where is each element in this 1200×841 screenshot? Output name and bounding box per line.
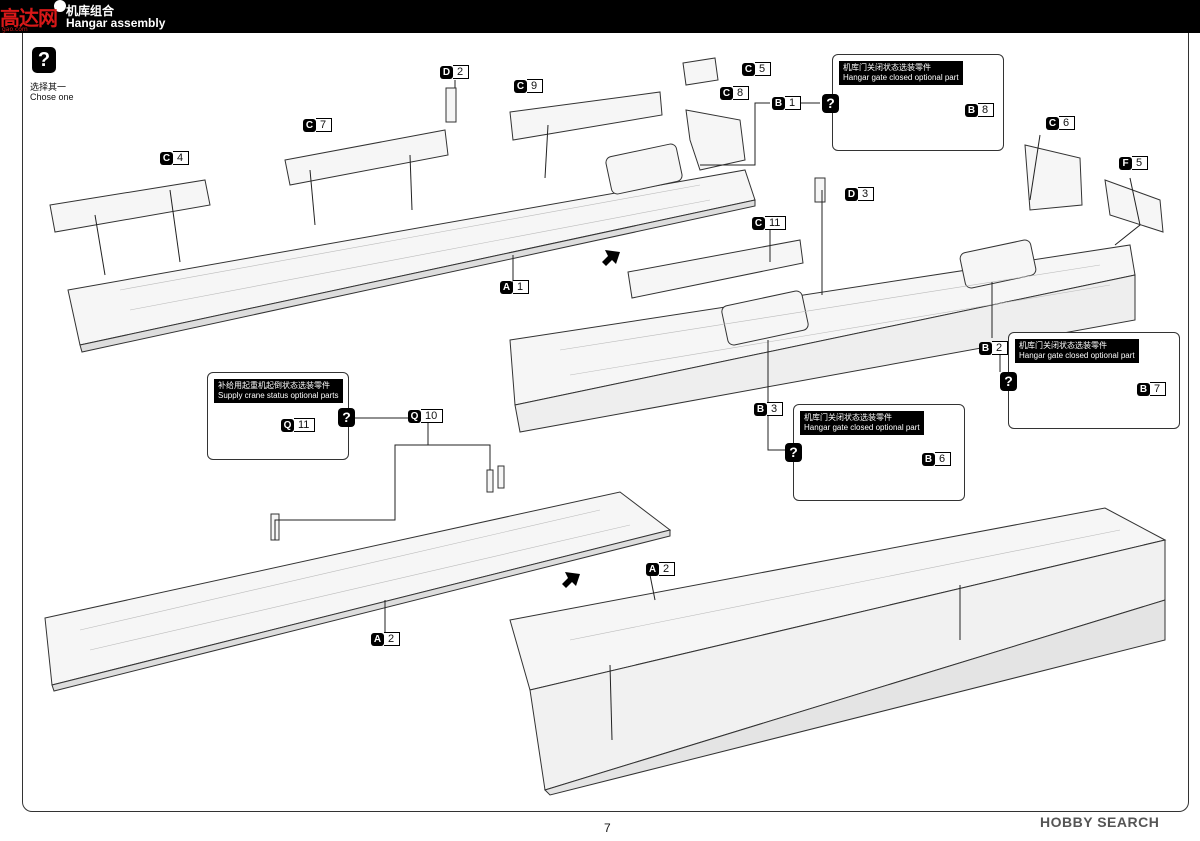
wall-part-c9 (509, 91, 663, 141)
wall-part-c11 (627, 239, 804, 299)
hangar-gate-b1 (605, 143, 683, 195)
optional-caption: 补给用起重机起倒状态选装零件 Supply crane status optio… (214, 379, 343, 403)
optional-caption: 机库门关闭状态选装零件 Hangar gate closed optional … (839, 61, 963, 85)
wall-part-c4 (49, 179, 211, 233)
optional-caption-cn: 机库门关闭状态选装零件 (1019, 341, 1107, 350)
choose-one-label-en: Chose one (30, 92, 74, 102)
header-bar: 机库组合 Hangar assembly (0, 0, 1200, 33)
optional-caption-en: Hangar gate closed optional part (804, 423, 920, 432)
page-number: 7 (604, 821, 611, 835)
wall-part-c6 (1024, 144, 1083, 211)
optional-caption: 机库门关闭状态选装零件 Hangar gate closed optional … (1015, 339, 1139, 363)
section-bubble-icon (54, 0, 66, 12)
optional-caption-cn: 机库门关闭状态选装零件 (804, 413, 892, 422)
part-c8 (685, 109, 746, 171)
part-c5 (682, 57, 719, 86)
hangar-gate-b2 (959, 239, 1037, 289)
step-arrow-lower (562, 572, 580, 588)
section-title-cn: 机库组合 (66, 4, 115, 18)
page-frame (22, 33, 1189, 812)
optional-caption-cn: 机库门关闭状态选装零件 (843, 63, 931, 72)
question-icon: ? (822, 94, 839, 113)
part-d3 (814, 177, 826, 203)
optional-caption-en: Hangar gate closed optional part (1019, 351, 1135, 360)
section-title-en: Hangar assembly (66, 16, 166, 30)
wall-part-c7 (284, 129, 449, 186)
choose-one-label-cn: 选择其一 (30, 82, 67, 92)
step-arrow-upper (602, 250, 620, 266)
question-icon: ? (1000, 372, 1017, 391)
optional-caption-en: Supply crane status optional parts (218, 391, 339, 400)
optional-caption: 机库门关闭状态选装零件 Hangar gate closed optional … (800, 411, 924, 435)
optional-box-crane-q11: 补给用起重机起倒状态选装零件 Supply crane status optio… (207, 372, 349, 460)
site-logo: 高达网 (0, 6, 58, 30)
question-icon: ? (338, 408, 355, 427)
optional-caption-en: Hangar gate closed optional part (843, 73, 959, 82)
supply-crane-right (497, 465, 505, 489)
optional-caption-cn: 补给用起重机起倒状态选装零件 (218, 381, 330, 390)
optional-box-gate-b8: 机库门关闭状态选装零件 Hangar gate closed optional … (832, 54, 1004, 151)
optional-box-gate-b7: 机库门关闭状态选装零件 Hangar gate closed optional … (1008, 332, 1180, 429)
supply-crane-mid (486, 469, 494, 493)
question-icon: ? (32, 47, 56, 73)
question-icon: ? (785, 443, 802, 462)
part-d2 (445, 87, 457, 123)
part-f5 (1104, 179, 1164, 233)
site-url: gao.com (2, 26, 28, 33)
brand-watermark: HOBBY SEARCH (1040, 814, 1160, 830)
